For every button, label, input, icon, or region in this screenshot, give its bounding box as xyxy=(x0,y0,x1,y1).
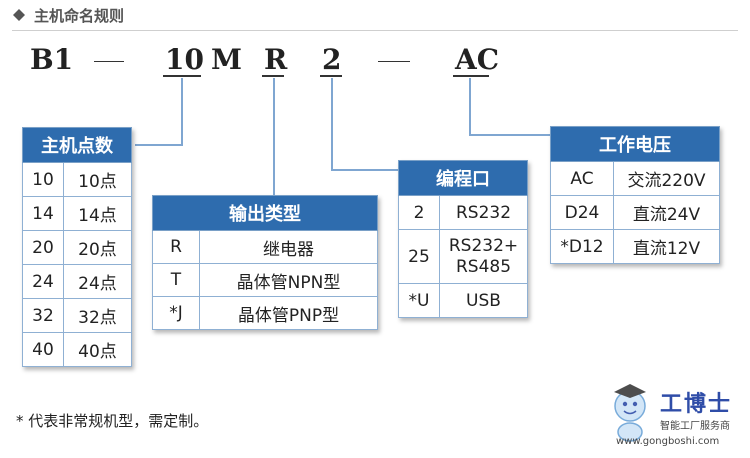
port-code-cell: 2 xyxy=(398,195,440,230)
power-desc-cell: 直流24V xyxy=(613,195,720,230)
code-series: B1 xyxy=(30,43,74,76)
power-desc-cell: 直流12V xyxy=(613,229,720,264)
logo-url: www.gongboshi.com xyxy=(616,436,720,447)
power-desc-cell: 交流220V xyxy=(613,161,720,196)
connector-power xyxy=(469,78,550,136)
diamond-icon xyxy=(13,9,25,21)
power-code-cell: D24 xyxy=(550,195,614,230)
output-code-cell: T xyxy=(152,263,200,297)
connector-points xyxy=(135,78,183,146)
port-desc-cell: RS232+ RS485 xyxy=(439,229,528,284)
power-code-cell: AC xyxy=(550,161,614,196)
footnote: * 代表非常规机型，需定制。 xyxy=(16,412,209,430)
points-desc-cell: 24点 xyxy=(63,264,132,299)
output-desc-cell: 继电器 xyxy=(199,230,378,264)
code-power: AC xyxy=(455,43,500,76)
port-desc-cell: USB xyxy=(439,283,528,318)
points-code-cell: 10 xyxy=(22,162,64,197)
code-port-underline xyxy=(320,75,342,77)
output-table-header: 输出类型 xyxy=(152,195,378,231)
header-divider xyxy=(12,30,738,31)
code-output: R xyxy=(264,43,288,76)
power-code-cell: *D12 xyxy=(550,229,614,264)
code-power-underline xyxy=(453,75,489,77)
points-desc-cell: 10点 xyxy=(63,162,132,197)
code-points: 10 xyxy=(165,43,204,76)
code-points-underline xyxy=(163,75,201,77)
code-port: 2 xyxy=(322,43,342,76)
page-title: 主机命名规则 xyxy=(34,7,125,25)
points-table-header: 主机点数 xyxy=(22,127,132,163)
output-code-cell: *J xyxy=(152,296,200,330)
output-desc-cell: 晶体管PNP型 xyxy=(199,296,378,330)
port-code-cell: *U xyxy=(398,283,440,318)
code-type: M xyxy=(211,43,242,76)
points-desc-cell: 32点 xyxy=(63,298,132,333)
port-code-cell: 25 xyxy=(398,229,440,284)
output-desc-cell: 晶体管NPN型 xyxy=(199,263,378,297)
output-code-cell: R xyxy=(152,230,200,264)
logo-name: 工博士 xyxy=(660,391,733,417)
power-table-header: 工作电压 xyxy=(550,126,720,162)
code-dash-2 xyxy=(378,61,410,62)
mascot-logo-icon xyxy=(614,384,646,442)
connector-port xyxy=(331,78,398,171)
points-desc-cell: 40点 xyxy=(63,332,132,367)
points-code-cell: 20 xyxy=(22,230,64,265)
points-code-cell: 40 xyxy=(22,332,64,367)
points-code-cell: 14 xyxy=(22,196,64,231)
points-code-cell: 24 xyxy=(22,264,64,299)
port-desc-cell: RS232 xyxy=(439,195,528,230)
points-desc-cell: 14点 xyxy=(63,196,132,231)
points-desc-cell: 20点 xyxy=(63,230,132,265)
logo-subtitle: 智能工厂服务商 xyxy=(660,421,730,432)
points-code-cell: 32 xyxy=(22,298,64,333)
code-output-underline xyxy=(262,75,284,77)
code-dash-1 xyxy=(94,61,124,62)
port-table-header: 编程口 xyxy=(398,160,528,196)
